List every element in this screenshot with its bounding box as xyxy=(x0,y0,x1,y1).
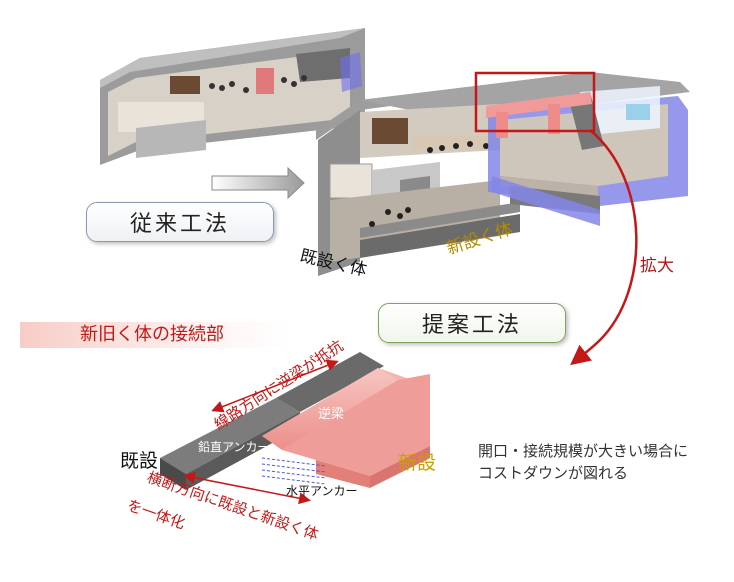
zoom-highlight-box xyxy=(474,71,596,133)
existing-slab-top xyxy=(160,398,300,474)
signage xyxy=(626,104,650,120)
red-pillar xyxy=(256,68,274,94)
junction-heading: 新旧く体の接続部 xyxy=(80,324,224,345)
zoom-label: 拡大 xyxy=(640,256,674,276)
inverted-beam-top xyxy=(486,92,592,118)
benefit-line2: コストダウンが図れる xyxy=(478,464,629,482)
zoom-arrow xyxy=(570,129,638,366)
conventional-method-label: 従来工法 xyxy=(86,202,274,242)
proposed-station-illustration xyxy=(316,72,690,276)
horizontal-anchor-label: 水平アンカー xyxy=(286,484,358,498)
existing-label: 既設 xyxy=(120,450,159,472)
benefit-line1: 開口・接続規模が大きい場合に xyxy=(478,442,689,460)
transverse-arrow xyxy=(183,471,311,505)
vertical-anchor-label: 鉛直アンカー xyxy=(198,440,270,454)
longitudinal-arrow xyxy=(211,359,339,413)
junction-detail-illustration xyxy=(160,352,430,505)
new-label: 新設 xyxy=(398,452,437,474)
transition-arrow xyxy=(211,166,305,200)
inverted-beam-label: 逆梁 xyxy=(318,407,345,422)
conventional-station-illustration xyxy=(100,28,365,165)
ticket-booth xyxy=(170,76,200,94)
ticket-booth xyxy=(372,118,408,144)
track xyxy=(360,214,520,258)
proposed-method-label: 提案工法 xyxy=(378,303,566,343)
junction-heading-background xyxy=(20,322,288,348)
